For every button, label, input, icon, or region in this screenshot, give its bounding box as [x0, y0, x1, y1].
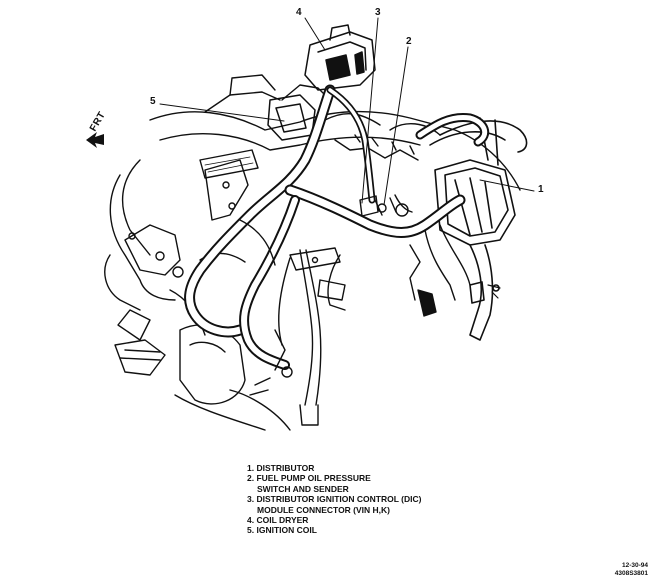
ignition-coil — [267, 24, 376, 141]
distributor — [429, 117, 528, 341]
callout-3: 3 — [375, 7, 381, 18]
legend-item-text: FUEL PUMP OIL PRESSURE — [256, 473, 371, 484]
callout-4: 4 — [296, 7, 302, 18]
legend-item: 3. DISTRIBUTOR IGNITION CONTROL (DIC) — [247, 494, 477, 504]
callout-leaders — [159, 17, 535, 206]
callout-1: 1 — [538, 184, 544, 195]
legend-item-number: 3. — [247, 494, 255, 505]
legend-item: 1. DISTRIBUTOR — [247, 463, 477, 473]
figure-code: 12-30-94 4308S3801 — [615, 562, 648, 577]
front-arrow-icon — [86, 132, 104, 148]
legend-item: 2. FUEL PUMP OIL PRESSURE — [247, 473, 477, 483]
legend-item-text: DISTRIBUTOR — [256, 463, 315, 473]
callout-2: 2 — [406, 36, 412, 47]
legend-item-continuation: SWITCH AND SENDER — [257, 483, 349, 494]
wiring-harness — [184, 84, 490, 370]
callout-5: 5 — [150, 96, 156, 107]
legend-item-number: 1. — [247, 463, 255, 473]
legend-item-continuation: MODULE CONNECTOR (VIN H,K) — [257, 504, 391, 515]
engine-block — [104, 74, 521, 431]
legend-item: 4. COIL DRYER — [247, 515, 477, 525]
legend-item: 5. IGNITION COIL — [247, 525, 477, 535]
legend-item-number: 2. — [247, 473, 255, 484]
figure-date: 12-30-94 — [621, 562, 648, 569]
wires — [249, 194, 471, 426]
legend-item-number: 4. — [247, 515, 255, 526]
legend-item-number: 5. — [247, 525, 255, 536]
legend: 1. DISTRIBUTOR 2. FUEL PUMP OIL PRESSURE… — [247, 463, 477, 536]
figure-id: 4308S3801 — [614, 569, 648, 577]
legend-item-text: DISTRIBUTOR IGNITION CONTROL (DIC) — [256, 494, 422, 505]
legend-item-text: IGNITION COIL — [256, 525, 317, 536]
mounting-brackets — [199, 149, 346, 301]
legend-item-text: COIL DRYER — [256, 515, 309, 526]
